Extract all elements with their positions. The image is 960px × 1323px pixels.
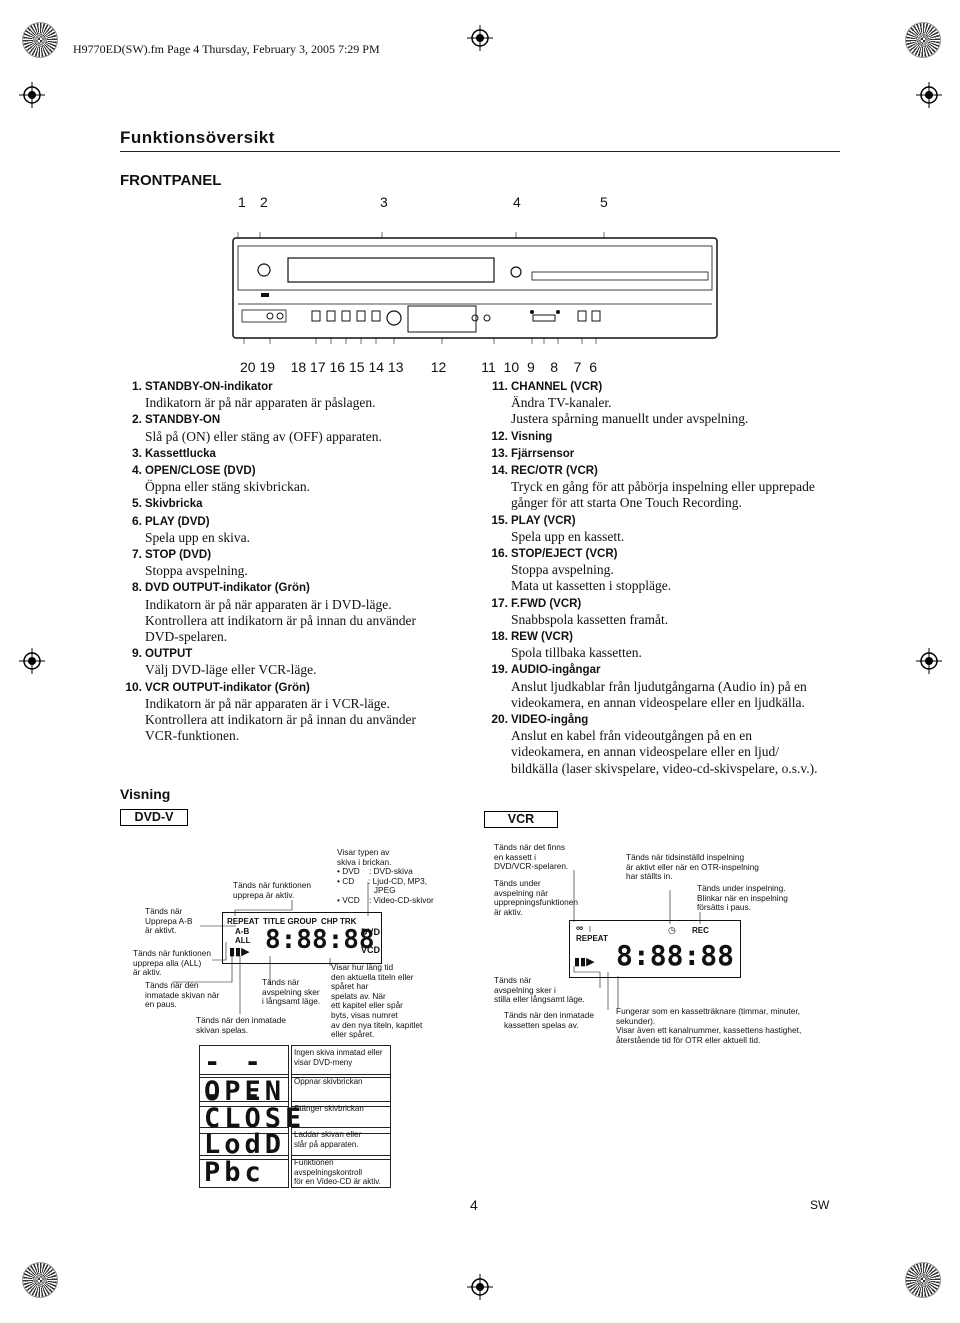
dvd-label: DVD-V [120, 809, 188, 826]
vcr-lcd-display: ∞ REPEAT ◷ REC ▮▮▶ 8:88:88 [569, 920, 741, 978]
cassette-icon: ∞ [576, 923, 584, 934]
rec-indicator: REC [692, 926, 709, 935]
callout-number: 5 [600, 194, 608, 210]
recording-note: Tänds under inspelning. Blinkar när en i… [697, 883, 788, 913]
vcr-counter-digits: 8:88:88 [616, 939, 735, 972]
crosshair-icon [19, 82, 45, 108]
list-item: 18.REW (VCR)Spola tillbaka kassetten. [491, 629, 642, 661]
list-item: 14.REC/OTR (VCR)Tryck en gång för att på… [491, 463, 815, 511]
list-item: 6.PLAY (DVD)Spela upp en skiva. [131, 513, 250, 545]
code-desc: Öppnar skivbrickan [291, 1074, 391, 1107]
pause-play-icon: ▮▮▶ [229, 946, 250, 958]
callout-number: 4 [513, 194, 521, 210]
code-close: CLOSE [199, 1101, 301, 1134]
counter-note: Fungerar som en kassetträknare (timmar, … [616, 1006, 802, 1045]
repeat-indicator: REPEAT [227, 917, 259, 926]
crosshair-icon [916, 82, 942, 108]
page-number: 4 [470, 1197, 478, 1213]
elapsed-time-note: Visar hur lång tid den aktuella titeln e… [331, 962, 423, 1040]
list-item: 12.Visning [491, 428, 553, 443]
language-code: SW [810, 1198, 830, 1212]
registration-wheel-bottom-right [905, 1262, 941, 1298]
title-rule [120, 151, 840, 152]
cassette-inserted-note: Tänds när det finns en kassett i DVD/VCR… [494, 842, 569, 872]
front-panel-illustration [232, 232, 718, 344]
vcr-slow-note: Tänds när avspelning sker i stilla eller… [494, 975, 585, 1005]
dvd-lcd-display: REPEAT A-B ALL ▮▮▶ TITLE GROUP CHP TRK 8… [222, 912, 382, 964]
vcd-indicator: VCD [361, 945, 381, 955]
repeat-all-note: Tänds när funktionen upprepa alla (ALL) … [133, 948, 211, 978]
dvd-time-digits: 8:88:88 [265, 925, 375, 955]
file-header: H9770ED(SW).fm Page 4 Thursday, February… [73, 42, 380, 56]
vcr-label: VCR [484, 811, 558, 828]
code-desc: Stänger skivbrickan [291, 1101, 391, 1134]
clock-icon: ◷ [668, 925, 676, 935]
dvd-indicator: DVD [361, 927, 381, 937]
registration-wheel-bottom-left [22, 1262, 58, 1298]
callout-number: 2 [260, 194, 268, 210]
registration-wheel-top-left [22, 22, 58, 58]
timer-recording-note: Tänds när tidsinställd inspelning är akt… [626, 852, 759, 882]
list-item: 11.CHANNEL (VCR)Ändra TV-kanaler.Justera… [491, 379, 749, 427]
page-title: Funktionsöversikt [120, 128, 275, 147]
right-item-list: 11.CHANNEL (VCR)Ändra TV-kanaler.Justera… [484, 378, 840, 777]
cassette-playing-note: Tänds när den inmatade kassetten spelas … [504, 1010, 594, 1030]
list-item: 17.F.FWD (VCR)Snabbspola kassetten framå… [491, 595, 669, 627]
callout-number: 3 [380, 194, 388, 210]
registration-wheel-top-right [905, 22, 941, 58]
list-item: 7.STOP (DVD)Stoppa avspelning. [131, 547, 248, 579]
repeat-note: Tänds när funktionen upprepa är aktiv. [233, 880, 311, 900]
code-load: LodD [199, 1127, 289, 1160]
vcr-pause-play-icon: ▮▮▶ [574, 956, 595, 968]
all-indicator: ALL [235, 936, 251, 945]
disc-type-note: Visar typen av skiva i brickan. • DVD : … [337, 847, 434, 905]
title-group-indicator: TITLE GROUP [263, 917, 317, 926]
chp-trk-indicator: CHP TRK [321, 917, 357, 926]
callout-numbers-bottom: 20 19 18 17 16 15 14 13 12 11 10 9 8 7 6 [240, 359, 597, 375]
code-pbc: Pbc [199, 1155, 289, 1188]
vcr-repeat-note: Tänds under avspelning när upprepningsfu… [494, 878, 578, 917]
list-item: 4.OPEN/CLOSE (DVD)Öppna eller stäng skiv… [131, 463, 310, 495]
visning-heading: Visning [120, 786, 171, 802]
list-item: 8.DVD OUTPUT-indikator (Grön)Indikatorn … [131, 580, 417, 645]
crosshair-icon [467, 1274, 493, 1300]
code-dashes: - - - - [199, 1045, 289, 1111]
crosshair-icon [467, 25, 493, 51]
crosshair-icon [916, 648, 942, 674]
code-desc: Laddar skivan eller slår på apparaten. [291, 1127, 391, 1160]
repeat-indicator: REPEAT [576, 934, 608, 943]
crosshair-icon [19, 648, 45, 674]
pause-note: Tänds när den inmatade skivan när en pau… [145, 980, 220, 1010]
list-item: 16.STOP/EJECT (VCR)Stoppa avspelning.Mat… [491, 546, 672, 594]
list-item: 10.VCR OUTPUT-indikator (Grön)Indikatorn… [125, 679, 417, 744]
list-item: 3.Kassettlucka [131, 445, 216, 460]
frontpanel-heading: FRONTPANEL [120, 172, 222, 189]
list-item: 5.Skivbricka [131, 496, 203, 511]
vcr-leader-lines [573, 870, 701, 1010]
ab-indicator: A-B [235, 927, 250, 936]
list-item: 15.PLAY (VCR)Spela upp en kassett. [491, 512, 625, 544]
code-desc: Ingen skiva inmatad eller visar DVD-meny [291, 1045, 391, 1078]
list-item: 13.Fjärrsensor [491, 445, 575, 460]
callout-number: 1 [238, 194, 246, 210]
ab-repeat-note: Tänds när Upprepa A-B är aktivt. [145, 906, 193, 936]
playing-note: Tänds när den inmatade skivan spelas. [196, 1015, 286, 1035]
code-desc: Funktionen avspelningskontroll för en Vi… [291, 1155, 391, 1188]
slow-play-note: Tänds när avspelning sker i långsamt läg… [262, 977, 321, 1007]
dvd-leader-lines [172, 882, 369, 1014]
